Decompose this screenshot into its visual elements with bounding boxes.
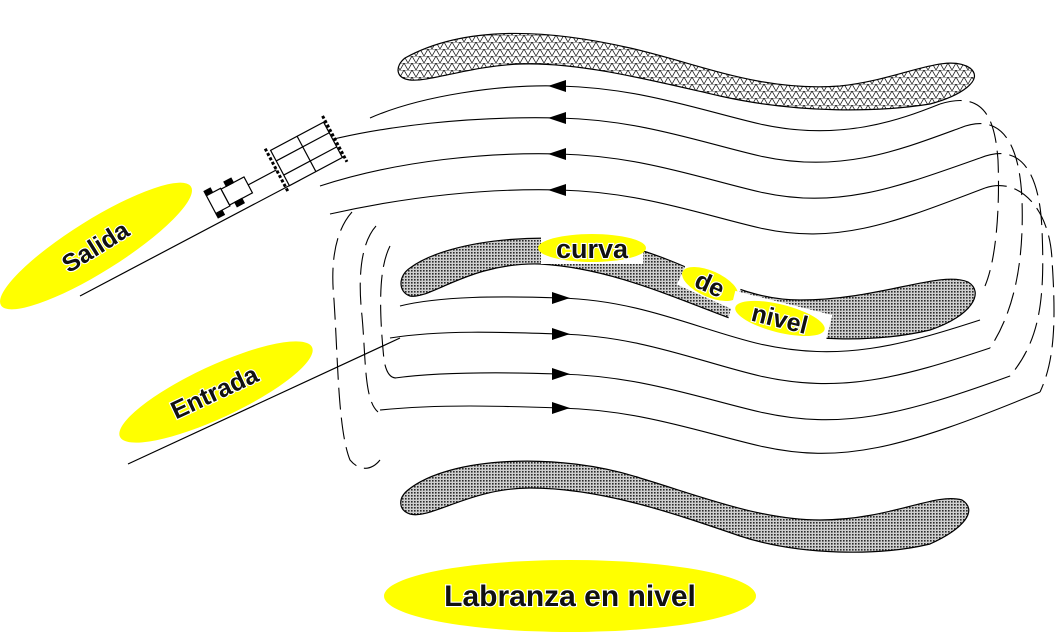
right-turn-4 [984, 185, 1055, 393]
arrow-left-2 [548, 112, 566, 124]
entry-label: Entrada [119, 341, 313, 443]
left-turn-inner [359, 225, 379, 413]
bottom-band [400, 460, 970, 553]
headland-turns [332, 99, 1055, 469]
contour-label: curva de nivel [538, 232, 833, 347]
lower-furrow-lines [379, 296, 1041, 454]
upper-furrow-1 [369, 85, 941, 132]
entry-label-bg [119, 341, 313, 443]
arrow-left-3 [548, 148, 566, 160]
tractor-icon [203, 115, 349, 219]
left-arrows [548, 80, 566, 196]
lower-furrow-2 [389, 331, 991, 385]
title-label-bg [384, 560, 756, 632]
title-label: Labranza en nivel [384, 560, 756, 632]
lower-furrow-4 [379, 391, 1041, 454]
contour-word1-text: curva [556, 234, 629, 264]
right-arrows [552, 292, 570, 414]
right-turn-3 [979, 153, 1044, 377]
left-turn-outer [332, 211, 381, 469]
contour-word1-highlight [538, 234, 646, 262]
upper-furrow-lines [299, 85, 986, 235]
contour-word2-highlight [682, 266, 738, 302]
lower-furrow-3 [394, 372, 1011, 421]
entry-path-line [127, 337, 401, 465]
arrow-left-1 [548, 80, 566, 92]
arrow-left-4 [548, 184, 566, 196]
left-turn-3 [380, 245, 397, 379]
exit-label-bg [0, 182, 192, 310]
arrow-right-3 [552, 368, 570, 380]
arrow-right-2 [552, 328, 570, 340]
upper-furrow-2 [299, 117, 961, 163]
lower-furrow-1 [399, 296, 981, 353]
title-label-text: Labranza en nivel [444, 580, 696, 613]
top-hatched-band [397, 32, 976, 111]
upper-furrow-4 [329, 187, 986, 235]
arrow-right-1 [552, 292, 570, 304]
contour-word3-highlight [735, 300, 825, 337]
upper-furrow-3 [319, 153, 981, 199]
right-turn-2 [959, 123, 1023, 349]
arrow-right-4 [552, 402, 570, 414]
exit-path-line [79, 179, 301, 297]
right-turn-1 [939, 99, 1000, 287]
